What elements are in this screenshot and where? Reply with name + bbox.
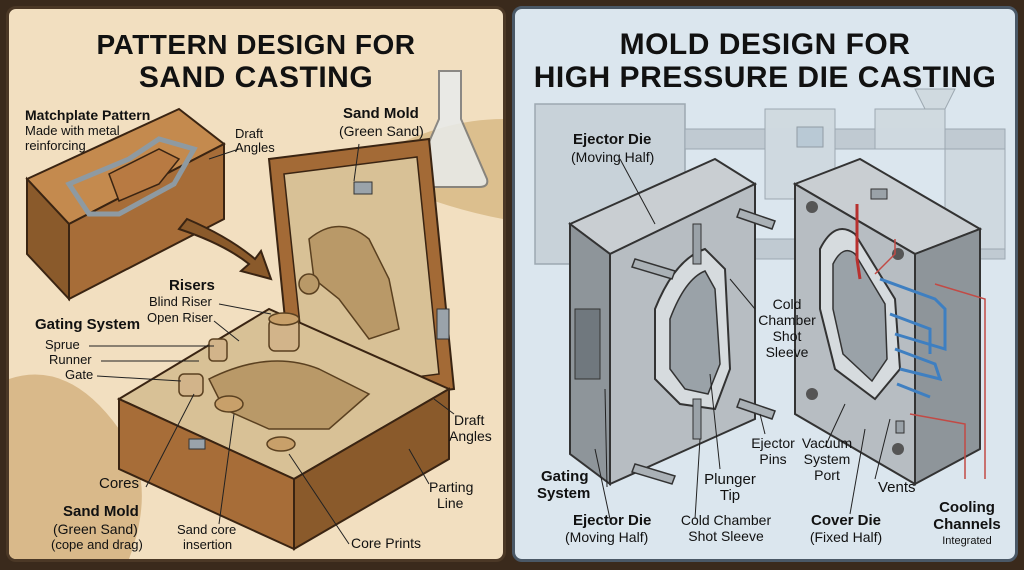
- vacuum-port-l3: Port: [814, 467, 840, 483]
- vents-label: Vents: [878, 479, 916, 496]
- draft-angles-bottom-l2: Angles: [449, 428, 492, 444]
- gating-system-right-l2: System: [537, 485, 591, 502]
- sprue-label: Sprue: [45, 337, 80, 352]
- sand-mold-drag: [116, 307, 452, 551]
- cooling-channels-l2: Channels: [933, 516, 1001, 533]
- cold-chamber-bottom-l2: Shot Sleeve: [688, 528, 764, 544]
- cooling-channels: [879, 277, 947, 399]
- cooling-leaders: [874, 239, 986, 479]
- die-casting-panel: MOLD DESIGN FOR HIGH PRESSURE DIE CASTIN…: [512, 6, 1018, 562]
- gating-channel: [855, 204, 862, 280]
- parting-line-l1: Parting: [429, 479, 474, 495]
- matchplate-sub2: reinforcing: [25, 138, 86, 153]
- draft-angles-top-l1: Draft: [235, 126, 264, 141]
- sand-mold-bottom-sub2: (cope and drag): [51, 537, 143, 552]
- runner-label: Runner: [49, 352, 92, 367]
- vacuum-port-l1: Vacuum: [801, 435, 853, 451]
- cold-chamber-l3: Shot: [772, 328, 802, 344]
- draft-angles-top-l2: Angles: [235, 140, 275, 155]
- ejector-die-top-label: Ejector Die: [573, 131, 652, 148]
- cold-chamber-l1: Cold: [772, 296, 802, 312]
- plunger-tip-l2: Tip: [719, 487, 741, 504]
- guide-pins-left: [631, 208, 776, 485]
- cores-label: Cores: [99, 475, 140, 492]
- transfer-arrow: [177, 217, 273, 281]
- sand-mold-top-sub: (Green Sand): [339, 123, 424, 139]
- cold-chamber-l4: Sleeve: [765, 344, 809, 360]
- die-casting-illustration: [534, 88, 1006, 520]
- blind-riser-label: Blind Riser: [149, 294, 212, 309]
- ejector-pins-l2: Pins: [759, 451, 787, 467]
- ejector-die-bottom-label: Ejector Die: [573, 512, 652, 529]
- cooling-channels-sub: Integrated: [942, 535, 992, 547]
- matchplate-pattern-label: Matchplate Pattern: [25, 107, 151, 123]
- sand-mold-top-label: Sand Mold: [343, 105, 419, 122]
- ejector-die-top-sub: (Moving Half): [571, 149, 655, 165]
- open-riser-label: Open Riser: [147, 310, 213, 325]
- parting-line-l2: Line: [437, 495, 464, 511]
- gating-system-label: Gating System: [35, 316, 141, 333]
- sand-mold-bottom-label: Sand Mold: [63, 503, 139, 520]
- risers-label: Risers: [169, 277, 215, 294]
- cooling-channels-l1: Cooling: [939, 499, 995, 516]
- leader-lines: [89, 143, 455, 545]
- core-prints-label: Core Prints: [351, 535, 422, 551]
- vacuum-port-l2: System: [803, 451, 851, 467]
- ejector-pins-l1: Ejector: [751, 435, 795, 451]
- cold-chamber-l2: Chamber: [758, 312, 816, 328]
- sand-mold-bottom-sub1: (Green Sand): [53, 521, 138, 537]
- ejector-die: [568, 157, 758, 486]
- sand-casting-title: PATTERN DESIGN FOR SAND CASTING: [96, 29, 416, 94]
- sand-casting-illustration: [9, 70, 503, 559]
- die-casting-title: MOLD DESIGN FOR HIGH PRESSURE DIE CASTIN…: [533, 28, 997, 95]
- cover-die-label: Cover Die: [810, 512, 882, 529]
- cover-die-sub: (Fixed Half): [809, 529, 883, 545]
- sand-core-l1: Sand core: [177, 522, 237, 537]
- gate-label: Gate: [65, 367, 94, 382]
- matchplate-sub1: Made with metal: [25, 123, 120, 138]
- plunger-tip-l1: Plunger: [704, 471, 756, 488]
- matchplate-pattern: [25, 107, 226, 302]
- gating-system-right-l1: Gating: [541, 468, 589, 485]
- ejector-die-bottom-sub: (Moving Half): [565, 529, 649, 545]
- draft-angles-bottom-l1: Draft: [454, 412, 485, 428]
- die-leader-lines: [594, 158, 891, 520]
- sand-core-l2: insertion: [183, 537, 233, 552]
- cold-chamber-bottom-l1: Cold Chamber: [680, 512, 772, 528]
- sand-pile-left: [9, 374, 142, 559]
- sand-casting-panel: PATTERN DESIGN FOR SAND CASTING: [6, 6, 506, 562]
